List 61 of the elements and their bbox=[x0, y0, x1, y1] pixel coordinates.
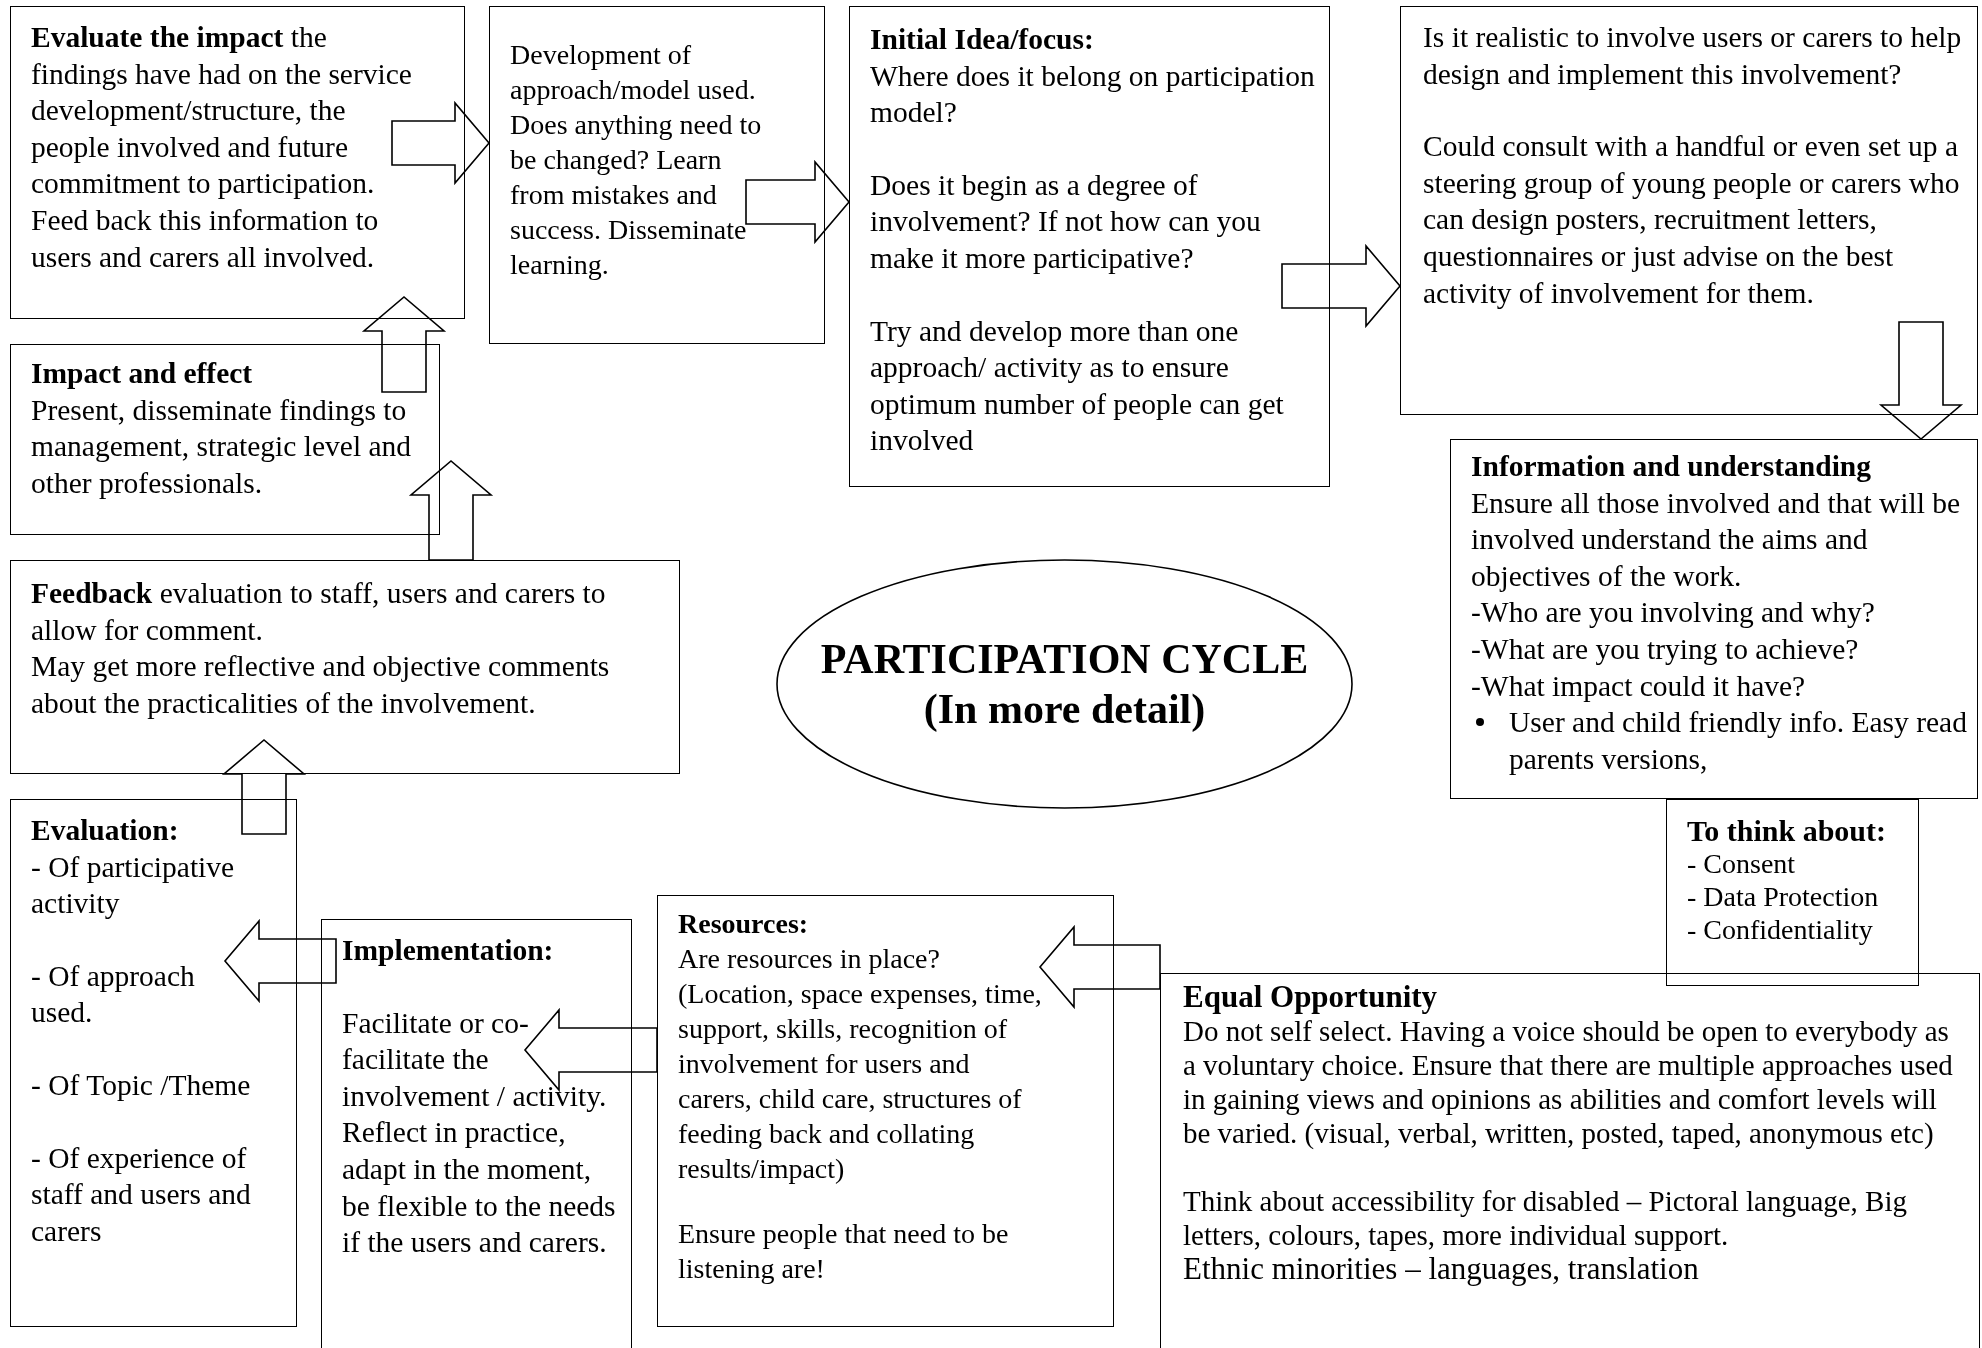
box-heading: Information and understanding bbox=[1471, 449, 1872, 484]
block-arrow bbox=[408, 459, 494, 561]
box-text: User and child friendly info. Easy read parents versions, bbox=[1509, 705, 1968, 777]
block-arrow bbox=[1281, 243, 1402, 329]
box-text: Facilitate or co-facilitate the involvement / activity. bbox=[342, 1005, 608, 1114]
box-text: Ensure all those involved and that will be involved understand the aims and objectives of the work. bbox=[1471, 485, 1962, 594]
text-box bbox=[10, 344, 440, 535]
box-text: - Of approach used. bbox=[31, 958, 196, 1031]
title-text: PARTICIPATION CYCLE bbox=[820, 635, 1309, 684]
box-text: Development of approach/model used. Does anything need to be changed? Learn from mistakes and success. Disseminate learning. bbox=[510, 38, 763, 282]
block-arrow bbox=[391, 100, 491, 186]
block-arrow bbox=[1878, 321, 1964, 441]
box-text: - Of participative activity bbox=[31, 849, 236, 922]
box-heading: Resources: bbox=[678, 907, 810, 941]
block-arrow bbox=[523, 1007, 658, 1093]
box-text: Could consult with a handful or even set up a steering group of young people or carers who can design posters, recruitment letters, questionnaires or just advise on the best activity of involvement for them. bbox=[1423, 129, 1961, 311]
box-text: Reflect in practice, adapt in the moment, be flexible to the needs if the users and carers. bbox=[342, 1115, 617, 1261]
block-arrow bbox=[1038, 924, 1161, 1010]
box-text: Try and develop more than one approach/ activity as to ensure optimum number of people can get involved bbox=[870, 313, 1285, 459]
box-text: Does it begin as a degree of involvement? If not how can you make it more participative? bbox=[870, 167, 1262, 276]
box-text: May get more reflective and objective comments about the practicalities of the involvement. bbox=[31, 649, 611, 721]
block-arrow bbox=[361, 295, 447, 393]
box-text: Is it realistic to involve users or carers to help design and implement this involvement? bbox=[1423, 20, 1963, 92]
box-heading: Equal Opportunity bbox=[1183, 980, 1439, 1014]
block-arrow bbox=[223, 918, 337, 1004]
box-text: -What are you trying to achieve? bbox=[1471, 631, 1860, 667]
box-text: - Data Protection bbox=[1687, 880, 1880, 913]
text-box bbox=[10, 6, 465, 319]
block-arrow bbox=[221, 738, 307, 835]
box-text: Feedback evaluation to staff, users and carers to allow for comment. bbox=[31, 576, 607, 648]
text-box bbox=[489, 6, 825, 344]
text-box bbox=[849, 6, 1330, 487]
box-text: - Consent bbox=[1687, 847, 1797, 880]
box-heading: Implementation: bbox=[342, 933, 555, 968]
box-text: - Of experience of staff and users and carers bbox=[31, 1140, 252, 1249]
box-heading: Evaluation: bbox=[31, 813, 180, 848]
box-text: Are resources in place? (Location, space expenses, time, support, skills, recognition of involvement for users and carers, child care, structures of feeding back and collating results/impact) bbox=[678, 942, 1043, 1186]
box-text: Ethnic minorities – languages, translation bbox=[1183, 1252, 1700, 1286]
box-text: Do not self select. Having a voice should be open to everybody as a voluntary choice. Ensure that there are multiple approaches used in gaining views and opinions as abilities and comfort levels will be varied. (visual, verbal, written, posted, taped, anonymous etc) bbox=[1183, 1014, 1954, 1150]
box-text: Evaluate the impact the findings have had on the service development/structure, the people involved and future commitment to participation. Feed back this information to users and carers all involved. bbox=[31, 20, 413, 275]
text-box bbox=[1666, 799, 1919, 986]
box-text: Where does it belong on participation model? bbox=[870, 58, 1316, 131]
box-text: Ensure people that need to be listening are! bbox=[678, 1217, 1010, 1286]
box-text: Think about accessibility for disabled – Pictoral language, Big letters, colours, tapes, more individual support. bbox=[1183, 1184, 1909, 1252]
title-text: (In more detail) bbox=[923, 685, 1206, 734]
box-text: Present, disseminate findings to management, strategic level and other professionals. bbox=[31, 392, 413, 501]
text-box bbox=[10, 799, 297, 1327]
box-text: -What impact could it have? bbox=[1471, 668, 1807, 704]
box-text: - Of Topic /Theme bbox=[31, 1067, 252, 1103]
box-text: -Who are you involving and why? bbox=[1471, 595, 1876, 631]
text-box bbox=[321, 919, 632, 1348]
box-heading: Impact and effect bbox=[31, 356, 254, 391]
text-box bbox=[1400, 6, 1978, 415]
text-box bbox=[1160, 973, 1980, 1348]
text-box bbox=[10, 560, 680, 774]
box-heading: Initial Idea/focus: bbox=[870, 22, 1095, 57]
text-box bbox=[657, 895, 1114, 1327]
block-arrow bbox=[745, 159, 851, 245]
box-text: - Confidentiality bbox=[1687, 913, 1874, 946]
box-heading: To think about: bbox=[1687, 814, 1887, 847]
text-box bbox=[1450, 439, 1978, 799]
